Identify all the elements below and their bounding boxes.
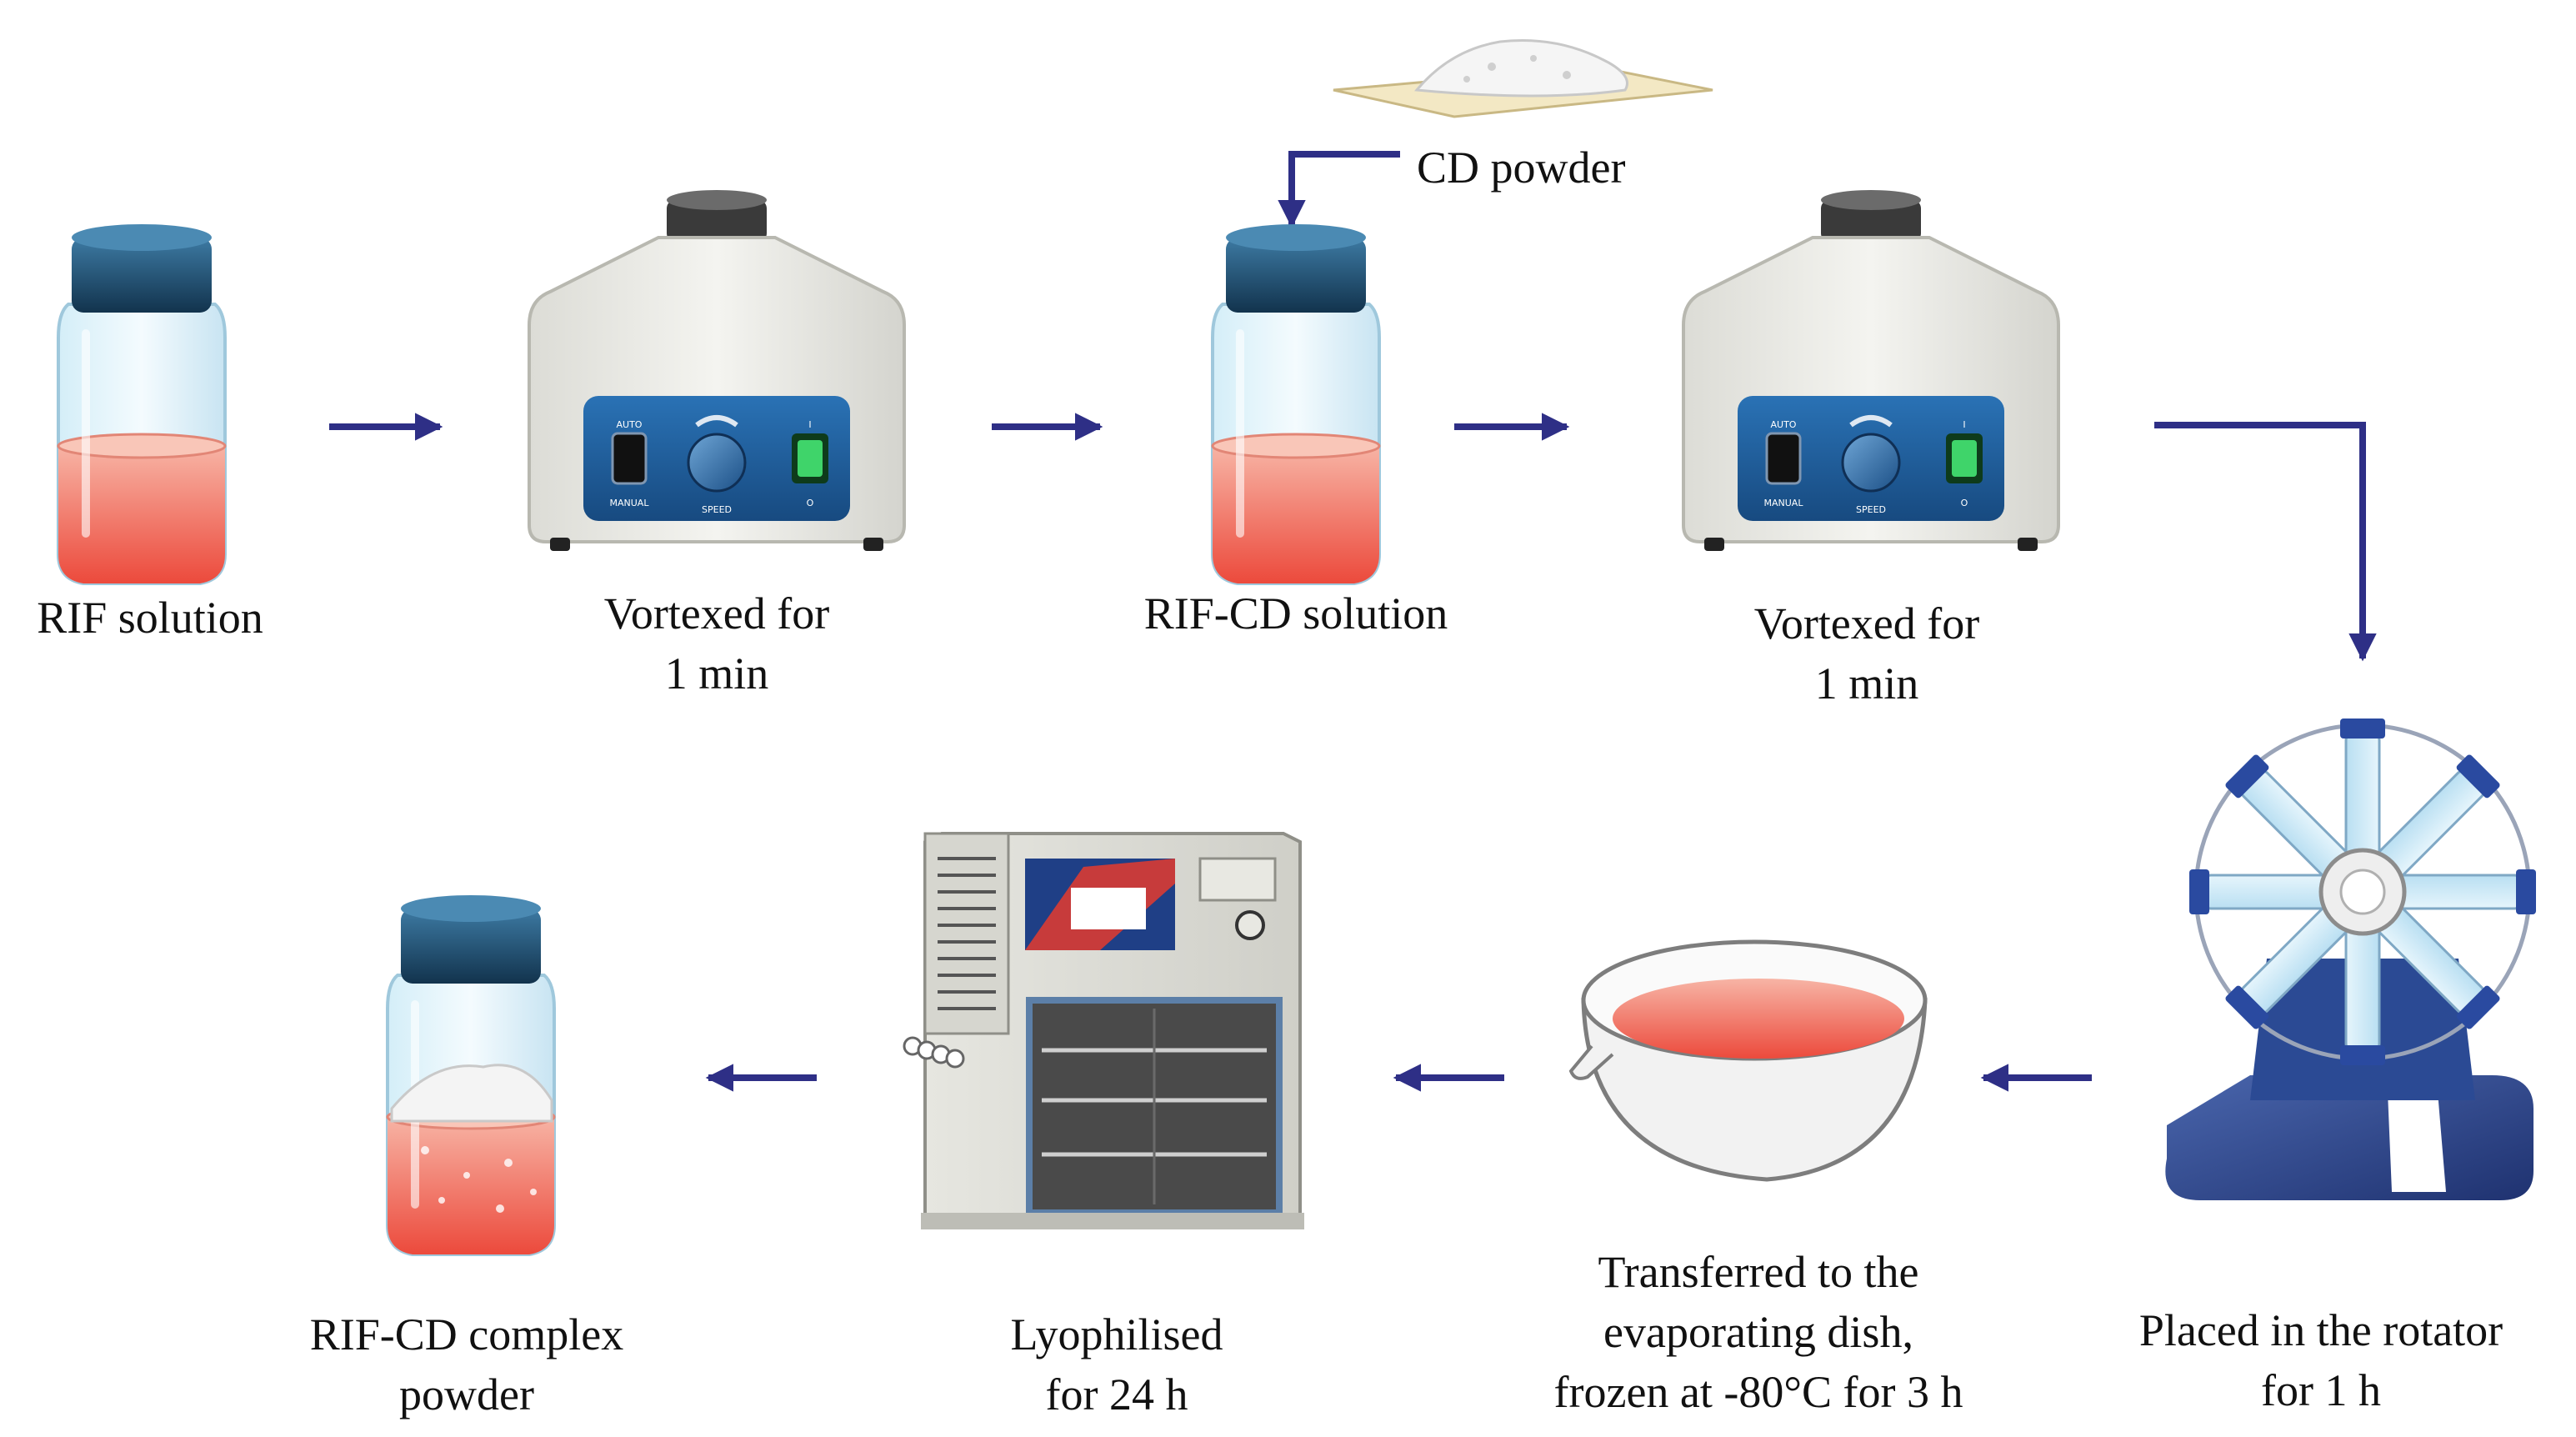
vortexer-2-auto-label: AUTO	[1771, 419, 1797, 430]
vortexer-1-manual-label: MANUAL	[610, 498, 650, 508]
label-rif-cd-solution: RIF-CD solution	[1143, 588, 1448, 638]
label-complex-powder: RIF-CD complex powder	[309, 1309, 624, 1419]
vortexer-2-speed-label: SPEED	[1856, 504, 1886, 515]
arrow-cd-powder-to-jar	[1278, 151, 1400, 228]
vortexer-1-on-label: I	[808, 419, 811, 430]
vortexer-1-auto-label: AUTO	[617, 419, 643, 430]
label-vortex-2: Vortexed for 1 min	[1753, 598, 1980, 708]
vortexer-2-manual-label: MANUAL	[1764, 498, 1804, 508]
rif-solution-jar	[57, 223, 227, 585]
vortexer-1-speed-label: SPEED	[702, 504, 732, 515]
label-rif-solution: RIF solution	[37, 593, 263, 643]
label-rotator: Placed in the rotator for 1 h	[2138, 1305, 2503, 1415]
evaporating-dish-illustration	[1568, 939, 1928, 1182]
vortexer-1-off-label: O	[807, 498, 814, 508]
rif-cd-solution-jar	[1211, 223, 1381, 585]
label-vortex-1: Vortexed for 1 min	[603, 588, 830, 698]
arrow-vortex-2-to-rotator	[2154, 422, 2377, 662]
vortexer-2-on-label: I	[1963, 419, 1965, 430]
vortexer-2-off-label: O	[1961, 498, 1968, 508]
rotator-illustration	[2165, 718, 2536, 1200]
rif-cd-complex-jar	[386, 894, 556, 1256]
cd-powder-illustration	[1333, 38, 1713, 118]
label-lyophilised: Lyophilised for 24 h	[1010, 1309, 1223, 1419]
label-evaporating-dish: Transferred to the evaporating dish, fro…	[1553, 1247, 1963, 1417]
label-cd-powder: CD powder	[1417, 143, 1626, 193]
lyophiliser-illustration	[903, 832, 1304, 1229]
vortexer-2	[1683, 190, 2058, 551]
vortexer-1	[529, 190, 904, 551]
